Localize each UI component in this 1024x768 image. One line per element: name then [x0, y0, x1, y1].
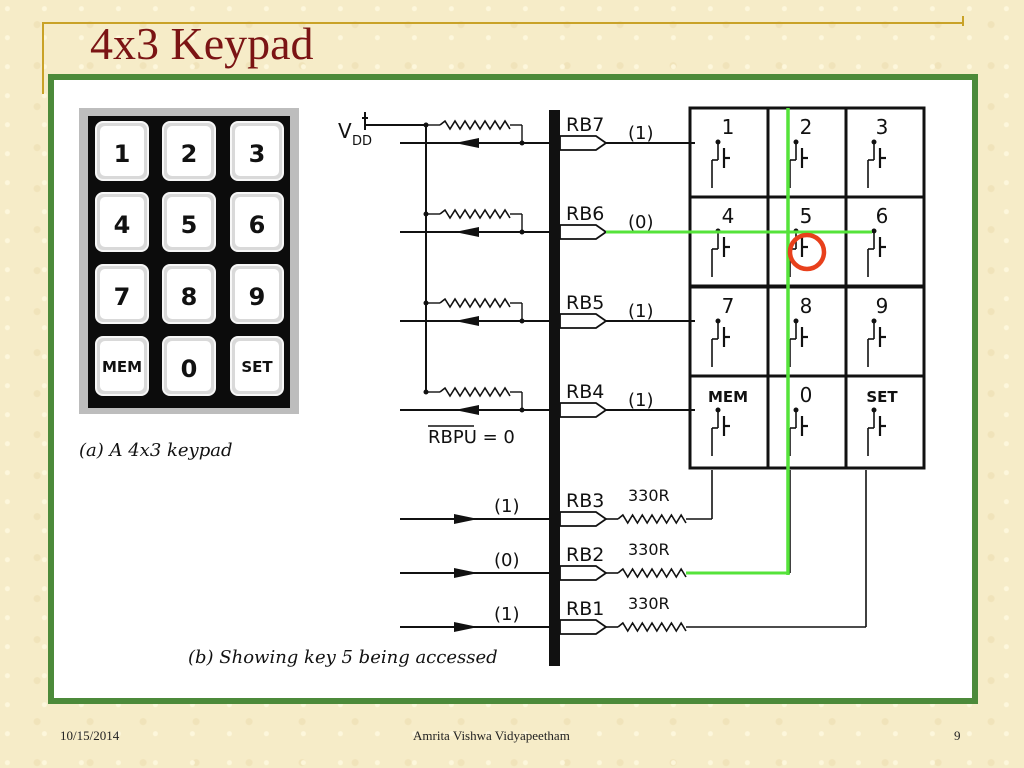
accessed-key-circle — [787, 232, 827, 272]
keypad-photo-key-label: 1 — [114, 140, 131, 168]
col-pin-buffer — [559, 511, 608, 527]
row-value-label: (1) — [628, 123, 654, 144]
vdd-subscript: DD — [352, 134, 372, 149]
col-arrow — [454, 514, 478, 524]
col-resistor-label: 330R — [628, 486, 670, 505]
col-pin-buffer — [559, 565, 608, 581]
col-resistor-label: 330R — [628, 594, 670, 613]
keypad-photo-key-face — [100, 269, 144, 319]
col-pin-label: RB2 — [566, 544, 604, 566]
row-pin-buffer — [559, 313, 608, 329]
pullup-resistor — [439, 386, 511, 398]
col-pin-buffer — [559, 619, 608, 635]
row-pin-label: RB6 — [566, 203, 604, 225]
matrix-key-label: 2 — [800, 115, 813, 139]
row-pin-buffer — [559, 402, 608, 418]
keypad-photo-key-label: 4 — [114, 211, 131, 239]
caption-b: (b) Showing key 5 being accessed — [188, 647, 498, 668]
row-arrow — [455, 227, 479, 237]
col-pin-label: RB3 — [566, 490, 604, 512]
matrix-key-label: MEM — [708, 388, 748, 406]
row-pin-buffer — [559, 135, 608, 151]
col-resistor — [617, 621, 687, 633]
keypad-photo-key-face — [235, 341, 279, 391]
keypad-photo-key-face — [100, 341, 144, 391]
keypad-photo-key-label: 2 — [181, 140, 198, 168]
matrix-key-label: 0 — [800, 383, 813, 407]
vdd-label: V — [338, 119, 352, 143]
row-value-label: (1) — [628, 301, 654, 322]
row-arrow — [455, 316, 479, 326]
slide-frame-horizontal — [42, 22, 962, 24]
keypad-photo-key-face — [100, 126, 144, 176]
matrix-key-label: 3 — [876, 115, 889, 139]
matrix-key-label: 4 — [722, 204, 735, 228]
caption-a: (a) A 4x3 keypad — [79, 440, 233, 461]
col-value-label: (0) — [494, 550, 520, 571]
matrix-key-label: 5 — [800, 204, 813, 228]
col-resistor-label: 330R — [628, 540, 670, 559]
col-resistor — [617, 513, 687, 525]
keypad-photo-key-label: SET — [241, 358, 273, 376]
keypad-photo-key-label: 0 — [181, 355, 198, 383]
keypad-photo-key-face — [100, 197, 144, 247]
slide-frame-tick — [962, 16, 964, 26]
keypad-photo-key-label: 5 — [181, 211, 198, 239]
row-pin-label: RB4 — [566, 381, 604, 403]
keypad-photo-key-label: 8 — [181, 283, 198, 311]
col-resistor — [617, 567, 687, 579]
keypad-photo-key-label: MEM — [102, 358, 142, 376]
row-arrow — [455, 138, 479, 148]
col-value-label: (1) — [494, 604, 520, 625]
keypad-photo-key-face — [167, 126, 211, 176]
col-value-label: (1) — [494, 496, 520, 517]
footer-center-text: Amrita Vishwa Vidyapeetham — [413, 728, 570, 743]
keypad-photo-key-face — [235, 197, 279, 247]
row-pin-label: RB5 — [566, 292, 604, 314]
keypad-photo-key-label: 3 — [249, 140, 266, 168]
row-pin-label: RB7 — [566, 114, 604, 136]
row-arrow — [455, 405, 479, 415]
slide-frame-vertical — [42, 22, 44, 94]
row-value-label: (1) — [628, 390, 654, 411]
matrix-key-label: 7 — [722, 294, 735, 318]
keypad-photo-key-label: 9 — [249, 283, 266, 311]
matrix-key-label: 9 — [876, 294, 889, 318]
footer-date: 10/15/2014 — [60, 728, 120, 743]
pullup-resistor — [439, 119, 511, 131]
footer-page-number: 9 — [954, 728, 961, 743]
rbpu-label: RBPU = 0 — [428, 427, 515, 448]
keypad-photo-key-label: 6 — [249, 211, 266, 239]
port-b-bar — [549, 110, 560, 666]
row-pin-buffer — [559, 224, 608, 240]
matrix-key-label: 6 — [876, 204, 889, 228]
matrix-key-label: 8 — [800, 294, 813, 318]
col-arrow — [454, 622, 478, 632]
keypad-photo-key-face — [235, 126, 279, 176]
slide-title: 4x3 Keypad — [90, 18, 314, 69]
matrix-cell — [844, 374, 926, 470]
row-value-label: (0) — [628, 212, 654, 233]
matrix-key-label: SET — [866, 388, 898, 406]
keypad-photo-key-face — [167, 341, 211, 391]
col-arrow — [454, 568, 478, 578]
keypad-photo-key-label: 7 — [114, 283, 131, 311]
col-pin-label: RB1 — [566, 598, 604, 620]
keypad-photo-key-face — [167, 197, 211, 247]
pullup-resistor — [439, 297, 511, 309]
keypad-photo-key-face — [235, 269, 279, 319]
keypad-photo-key-face — [167, 269, 211, 319]
pullup-resistor — [439, 208, 511, 220]
matrix-key-label: 1 — [722, 115, 735, 139]
